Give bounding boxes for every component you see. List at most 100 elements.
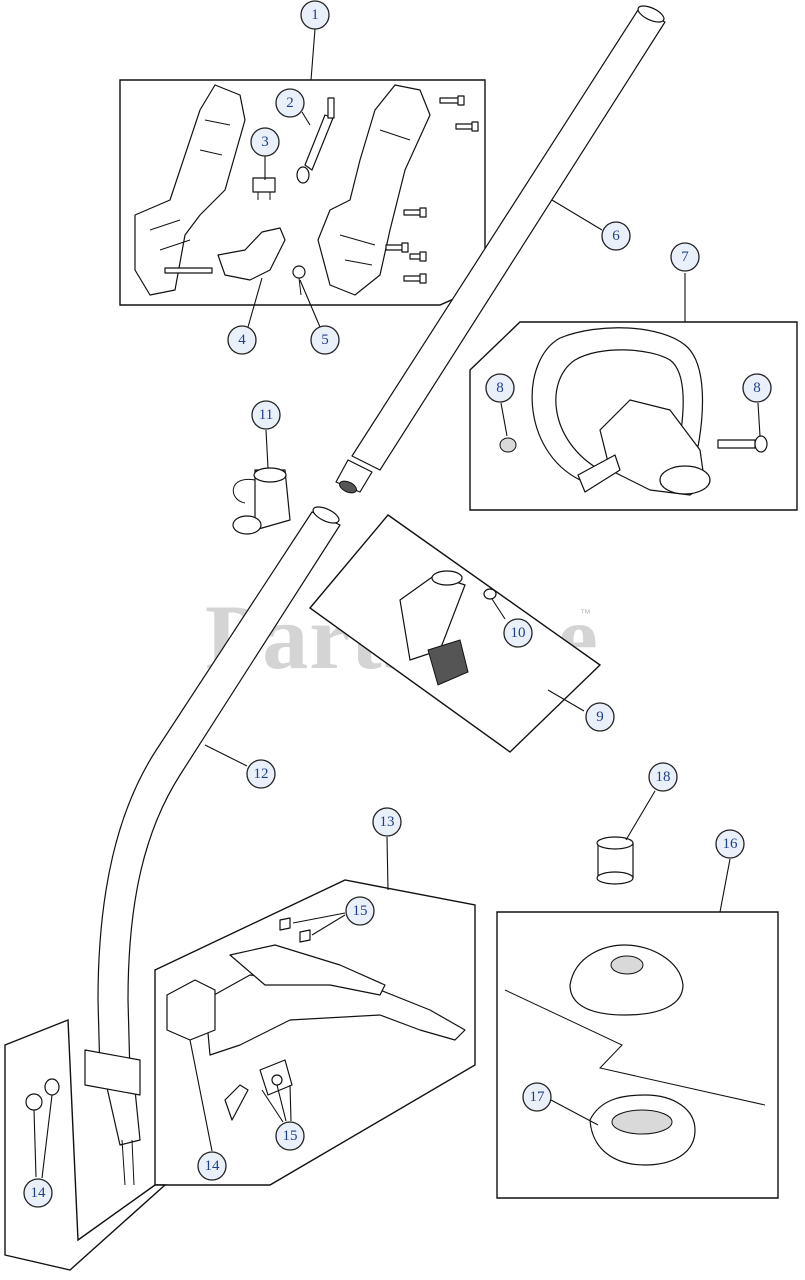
housing-right-detail [339, 129, 411, 266]
loop-handle-nut [499, 437, 517, 453]
flex-cable [121, 1139, 135, 1186]
callout-9: 9 [585, 702, 615, 732]
callout-10: 10 [503, 618, 533, 648]
watermark-trademark: ™ [580, 608, 591, 620]
guard-deflector [229, 944, 386, 996]
coupler-group [308, 514, 602, 753]
shaft-coupler-mouth [232, 515, 262, 535]
shaft-bracket [84, 1049, 141, 1096]
stop-switch [252, 177, 276, 193]
svg-text:14: 14 [31, 1185, 47, 1201]
callout-1: 1 [300, 0, 330, 30]
svg-text:4: 4 [238, 332, 246, 348]
upper-shaft-drive [339, 480, 357, 494]
head-sleeve-top [596, 836, 634, 850]
svg-text:8: 8 [753, 380, 761, 396]
coupler-screw [483, 588, 497, 600]
svg-text:3: 3 [261, 134, 269, 150]
callout-14-clamp: 14 [23, 1178, 53, 1208]
clamp-frame [4, 1018, 167, 1271]
callout-7: 7 [670, 242, 700, 272]
svg-text:8: 8 [496, 380, 504, 396]
callout-3: 3 [250, 127, 280, 157]
callout-16: 16 [715, 829, 745, 859]
guard-group [154, 879, 476, 1186]
trimmer-line [504, 989, 766, 1106]
trimmer-head-cover-inner [611, 1109, 673, 1135]
trimmer-head-hub [610, 955, 644, 975]
svg-text:6: 6 [612, 228, 620, 244]
svg-text:17: 17 [530, 1089, 546, 1105]
housing-left-half [134, 84, 246, 296]
svg-text:12: 12 [254, 766, 269, 782]
housing-screws [385, 95, 479, 284]
svg-text:1: 1 [311, 7, 319, 23]
throttle-rod-end [296, 166, 310, 184]
svg-text:7: 7 [681, 249, 689, 265]
callout-18: 18 [648, 762, 678, 792]
coupler-sleeve [399, 574, 466, 661]
callout-5: 5 [310, 325, 340, 355]
callout-2: 2 [275, 88, 305, 118]
throttle-rod-tip [327, 97, 335, 119]
callout-15-top: 15 [345, 896, 375, 926]
lower-shaft-end [312, 506, 340, 524]
loop-handle-base [659, 465, 711, 495]
loop-handle-bolt-head [754, 435, 768, 453]
upper-shaft [335, 5, 666, 494]
svg-text:5: 5 [321, 332, 329, 348]
svg-text:11: 11 [259, 407, 273, 423]
stop-switch-pins [257, 192, 271, 200]
coupler-frame [308, 514, 602, 753]
guard-clamp [166, 979, 216, 1041]
trigger-spring-leg [298, 277, 302, 296]
trimmer-head-spool [569, 944, 684, 1016]
svg-text:10: 10 [511, 625, 526, 641]
leader-lines [33, 28, 761, 1179]
head-sleeve [596, 836, 634, 885]
clamp-group [4, 1018, 167, 1271]
trigger-pin [164, 267, 213, 274]
loop-handle-group [469, 321, 798, 511]
callout-8-left: 8 [485, 373, 515, 403]
svg-text:16: 16 [723, 836, 739, 852]
throttle-trigger [217, 227, 286, 281]
callout-17: 17 [522, 1082, 552, 1112]
guard-rivets-top [279, 917, 311, 943]
svg-text:9: 9 [596, 709, 604, 725]
trimmer-head-group [496, 911, 779, 1199]
callout-8-right: 8 [742, 373, 772, 403]
clamp-knob [25, 1093, 43, 1111]
guard-bolt [224, 1084, 249, 1121]
svg-text:15: 15 [283, 1128, 298, 1144]
clamp-washer [44, 1078, 60, 1096]
svg-text:18: 18 [656, 769, 671, 785]
callout-12: 12 [246, 759, 276, 789]
head-sleeve-bottom [596, 871, 634, 885]
housing-left-detail [149, 119, 231, 251]
shaft-coupler-ring [232, 478, 256, 504]
svg-text:14: 14 [205, 1158, 221, 1174]
coupler-knob [427, 639, 469, 686]
handle-housing-group [119, 79, 486, 306]
callout-11: 11 [251, 400, 281, 430]
loop-handle-guard [577, 454, 621, 493]
callout-14-guard: 14 [197, 1151, 227, 1181]
svg-text:15: 15 [353, 903, 368, 919]
trimmer-head-frame [496, 911, 779, 1199]
svg-text:2: 2 [286, 95, 294, 111]
coupler-sleeve-top [431, 570, 463, 586]
loop-handle-bolt [717, 439, 756, 449]
upper-shaft-end [637, 5, 665, 23]
trigger-spring [292, 265, 306, 279]
callout-15-bottom: 15 [275, 1121, 305, 1151]
lower-shaft [84, 506, 341, 1186]
shaft-coupler-top [253, 467, 287, 483]
callout-6: 6 [601, 221, 631, 251]
callout-13: 13 [372, 807, 402, 837]
shaft-coupler [232, 467, 291, 535]
guard-nut [271, 1074, 283, 1086]
svg-text:13: 13 [380, 814, 395, 830]
callout-4: 4 [227, 325, 257, 355]
